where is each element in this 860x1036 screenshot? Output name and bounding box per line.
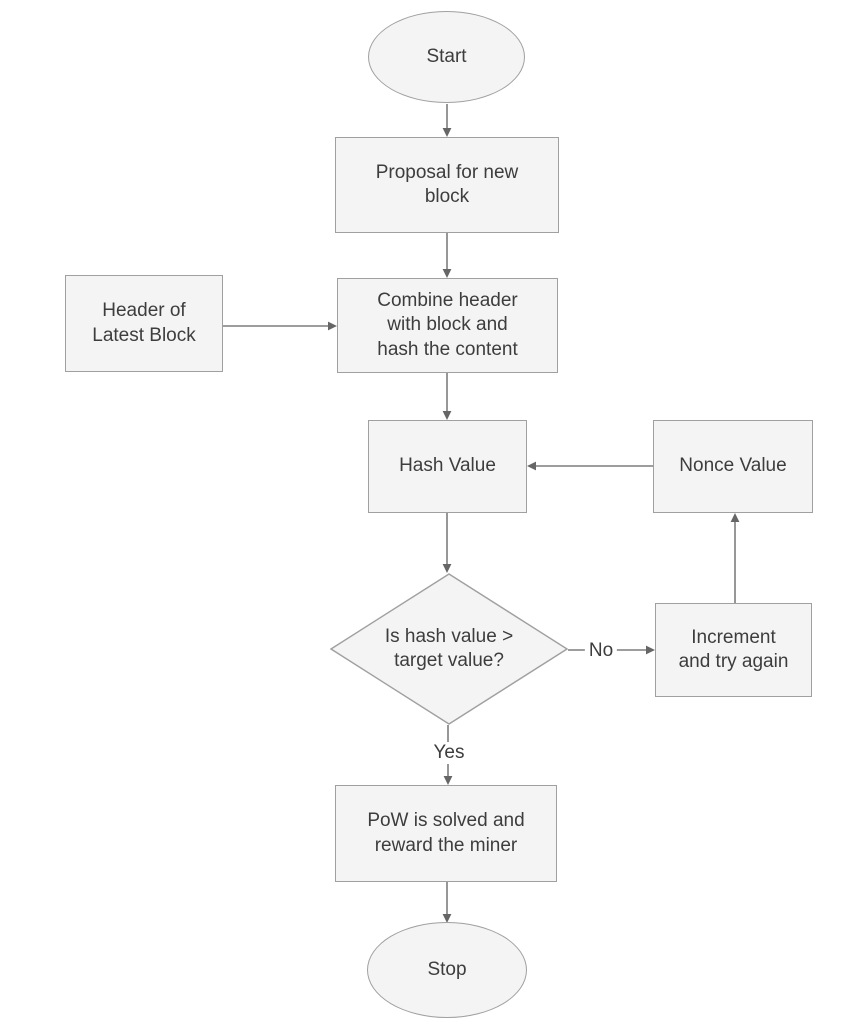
arrowhead-down-icon [442, 128, 452, 137]
node-pow-label: PoW is solved and reward the miner [367, 810, 525, 856]
arrowhead-right-icon [646, 645, 655, 655]
arrowhead-down-icon [442, 914, 452, 923]
node-start-label: Start [426, 45, 467, 67]
node-hash-label: Hash Value [399, 455, 496, 477]
arrowhead-down-icon [442, 411, 452, 420]
arrowhead-left-icon [527, 461, 536, 471]
flowchart-node-start: Start [368, 11, 525, 103]
arrowhead-down-icon [443, 776, 453, 785]
diamond-shape-icon [330, 573, 568, 725]
flowchart-node-pow-solved: PoW is solved and reward the miner [335, 785, 557, 882]
node-stop-label: Stop [427, 958, 467, 980]
edge-increment-to-nonce [730, 513, 740, 603]
edge-pow-to-stop [442, 882, 452, 923]
node-nonce-label: Nonce Value [679, 455, 787, 477]
flowchart-node-nonce-value: Nonce Value [653, 420, 813, 513]
edge-hash-to-decision [442, 513, 452, 573]
arrowhead-down-icon [442, 269, 452, 278]
flowchart-node-decision: Is hash value > target value? [330, 573, 568, 725]
edge-label-no: No [584, 640, 618, 662]
node-combine-label: Combine header with block and hash the c… [377, 290, 518, 360]
edge-nonce-to-hash [527, 461, 653, 471]
arrowhead-right-icon [328, 321, 337, 331]
flowchart-node-increment-try-again: Increment and try again [655, 603, 812, 697]
arrowhead-up-icon [730, 513, 740, 522]
flowchart-node-combine-and-hash: Combine header with block and hash the c… [337, 278, 558, 373]
edge-label-yes: Yes [429, 742, 469, 764]
node-decision-label: Is hash value > target value? [384, 625, 514, 671]
flowchart-node-header-of-latest-block: Header of Latest Block [65, 275, 223, 372]
node-increment-label: Increment and try again [678, 626, 789, 672]
flowchart-node-proposal: Proposal for new block [335, 137, 559, 233]
flowchart-node-stop: Stop [367, 922, 527, 1018]
flowchart-node-hash-value: Hash Value [368, 420, 527, 513]
edge-proposal-to-combine [442, 233, 452, 278]
edge-header-to-combine [223, 321, 337, 331]
edge-start-to-proposal [442, 104, 452, 137]
node-header-label: Header of Latest Block [92, 300, 196, 346]
node-proposal-label: Proposal for new block [375, 161, 519, 207]
arrowhead-down-icon [442, 564, 452, 573]
edge-combine-to-hash [442, 373, 452, 420]
